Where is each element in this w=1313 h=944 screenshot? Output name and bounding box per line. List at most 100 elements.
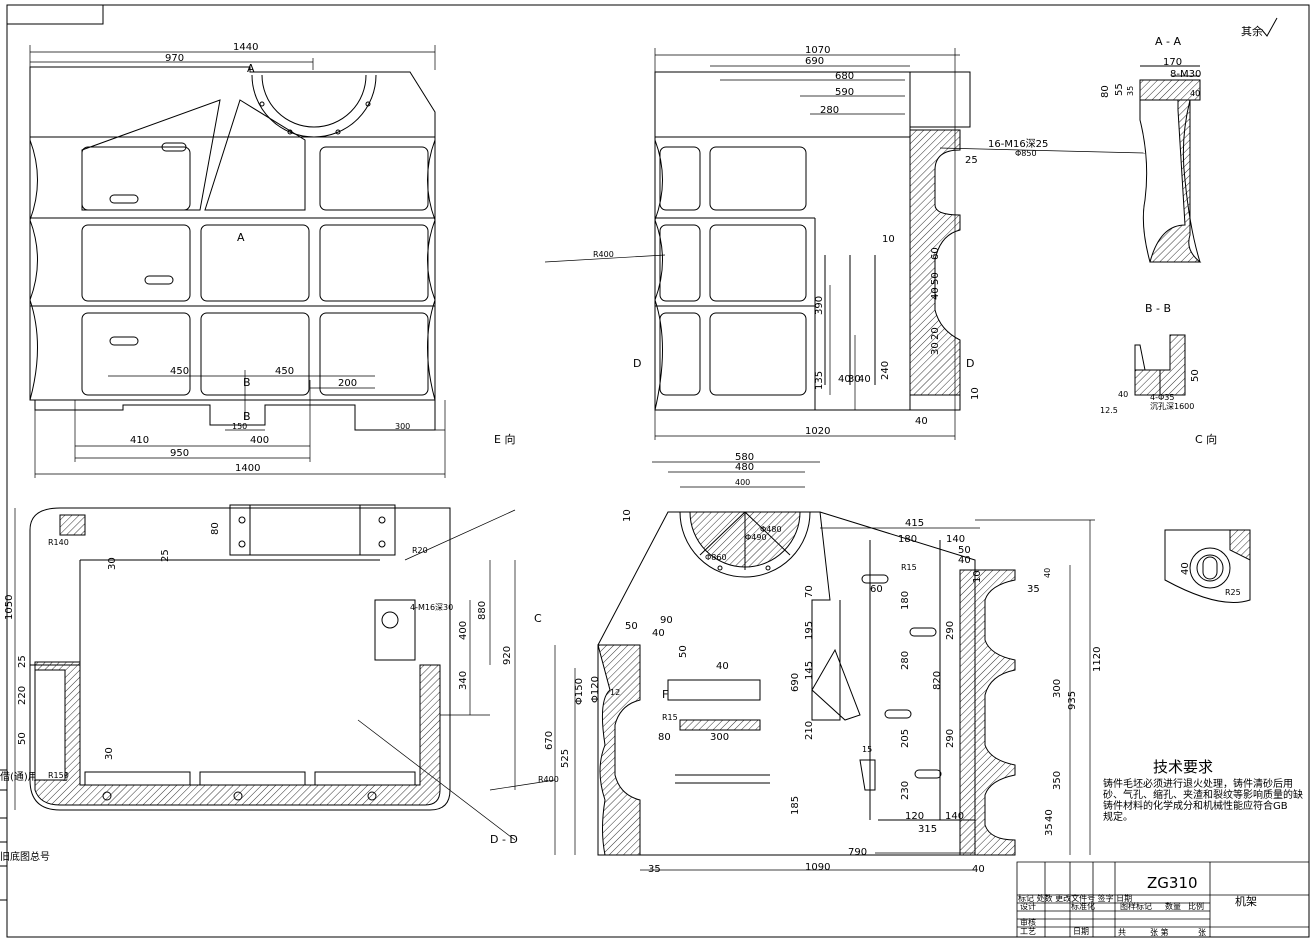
section-aa-text: A - A 170 8-M30 80 55 35 40 其余: [1100, 18, 1277, 98]
svg-text:共: 共: [1118, 928, 1126, 937]
material-label: ZG310: [1147, 874, 1198, 892]
svg-text:390: 390: [814, 296, 825, 315]
svg-text:195: 195: [804, 621, 815, 640]
svg-text:80: 80: [210, 522, 221, 535]
svg-text:40: 40: [915, 416, 928, 427]
sheet-border: [7, 5, 1309, 937]
section-bb-text: B - B 50 40 12.5 4-Φ35 沉孔深1600 C 向: [1100, 302, 1217, 446]
svg-text:审核: 审核: [1020, 917, 1036, 927]
svg-text:220: 220: [17, 686, 28, 705]
svg-text:Φ480: Φ480: [760, 525, 782, 534]
svg-text:820: 820: [932, 671, 943, 690]
top-view: [30, 505, 450, 810]
svg-text:300: 300: [1052, 679, 1063, 698]
svg-text:180: 180: [900, 591, 911, 610]
svg-text:40: 40: [716, 661, 729, 672]
svg-text:230: 230: [900, 781, 911, 800]
svg-text:670: 670: [544, 731, 555, 750]
svg-text:4-Φ35: 4-Φ35: [1150, 393, 1174, 402]
side-hole-note: 16-M16深25: [988, 138, 1048, 150]
svg-text:350: 350: [1052, 771, 1063, 790]
svg-text:工艺: 工艺: [1020, 927, 1036, 936]
svg-text:A: A: [237, 231, 245, 244]
svg-text:12: 12: [610, 688, 620, 697]
svg-text:12.5: 12.5: [1100, 406, 1118, 415]
svg-text:50: 50: [1190, 369, 1201, 382]
svg-text:170: 170: [1163, 57, 1182, 68]
svg-text:R400: R400: [593, 250, 614, 259]
section-bb: [1135, 335, 1185, 395]
svg-text:50: 50: [930, 272, 941, 285]
svg-text:张 第: 张 第: [1150, 927, 1169, 937]
svg-text:20: 20: [930, 327, 941, 340]
svg-text:60: 60: [930, 247, 941, 260]
svg-text:40: 40: [1190, 89, 1200, 98]
detail-c-text: 40 R25: [1180, 562, 1241, 597]
svg-text:450: 450: [275, 366, 294, 377]
svg-text:规定。: 规定。: [1103, 810, 1133, 823]
svg-text:140: 140: [946, 534, 965, 545]
bottom-view: [598, 512, 1015, 855]
svg-text:40: 40: [1043, 568, 1052, 578]
svg-text:10: 10: [970, 387, 981, 400]
title-block: [1017, 862, 1309, 937]
svg-text:35: 35: [1044, 823, 1055, 836]
svg-text:Φ860: Φ860: [705, 553, 727, 562]
svg-text:40: 40: [1044, 809, 1055, 822]
svg-text:R25: R25: [1225, 588, 1241, 597]
svg-text:70: 70: [804, 585, 815, 598]
svg-text:50: 50: [678, 645, 689, 658]
svg-text:50: 50: [17, 732, 28, 745]
svg-text:35: 35: [648, 864, 661, 875]
svg-text:135: 135: [814, 371, 825, 390]
svg-text:1070: 1070: [805, 45, 830, 56]
front-view: [30, 67, 435, 430]
svg-text:铸件材料的化学成分和机械性能应符合GB: 铸件材料的化学成分和机械性能应符合GB: [1103, 799, 1288, 812]
svg-text:40: 40: [838, 374, 851, 385]
svg-text:200: 200: [338, 378, 357, 389]
svg-text:10: 10: [972, 570, 983, 583]
svg-text:F: F: [662, 688, 668, 701]
svg-text:25: 25: [965, 155, 978, 166]
svg-text:D: D: [633, 357, 641, 370]
svg-text:205: 205: [900, 729, 911, 748]
svg-text:400: 400: [735, 478, 750, 487]
svg-text:Φ120: Φ120: [590, 676, 601, 703]
svg-text:880: 880: [477, 601, 488, 620]
front-view-dims: [30, 45, 445, 478]
svg-text:340: 340: [458, 671, 469, 690]
section-aa: [1140, 66, 1200, 262]
svg-text:150: 150: [232, 422, 247, 431]
svg-text:40: 40: [858, 374, 871, 385]
svg-text:185: 185: [790, 796, 801, 815]
svg-text:40: 40: [972, 864, 985, 875]
svg-text:90: 90: [660, 615, 673, 626]
svg-text:R150: R150: [48, 771, 69, 780]
svg-text:280: 280: [900, 651, 911, 670]
svg-text:设计: 设计: [1020, 901, 1036, 911]
svg-text:590: 590: [835, 87, 854, 98]
svg-text:10: 10: [882, 234, 895, 245]
svg-text:935: 935: [1067, 691, 1078, 710]
svg-text:8-M30: 8-M30: [1170, 69, 1201, 80]
side-view-dim-text: 1070 690 680 590 280 10 390 135 40 30 40…: [593, 45, 1048, 437]
svg-text:D: D: [966, 357, 974, 370]
svg-text:60: 60: [870, 584, 883, 595]
technical-requirements: 技术要求 铸件毛坯必须进行退火处理，铸件清砂后用 砂、气孔、缩孔、夹渣和裂纹等影…: [1103, 758, 1303, 823]
svg-text:580: 580: [735, 452, 754, 463]
svg-text:450: 450: [170, 366, 189, 377]
side-view-dims: [545, 48, 1145, 440]
svg-text:690: 690: [805, 56, 824, 67]
svg-text:R15: R15: [901, 563, 917, 572]
svg-text:B: B: [243, 376, 251, 389]
svg-text:4-M16深30: 4-M16深30: [410, 603, 453, 612]
svg-text:35: 35: [1027, 584, 1040, 595]
svg-text:35: 35: [1126, 86, 1135, 96]
svg-text:Φ150: Φ150: [574, 678, 585, 705]
svg-text:A - A: A - A: [1155, 35, 1181, 48]
svg-text:950: 950: [170, 448, 189, 459]
svg-text:690: 690: [790, 673, 801, 692]
side-strip-item2: 旧底图总号: [0, 850, 50, 863]
svg-text:30: 30: [104, 747, 115, 760]
svg-text:40: 40: [1180, 562, 1191, 575]
